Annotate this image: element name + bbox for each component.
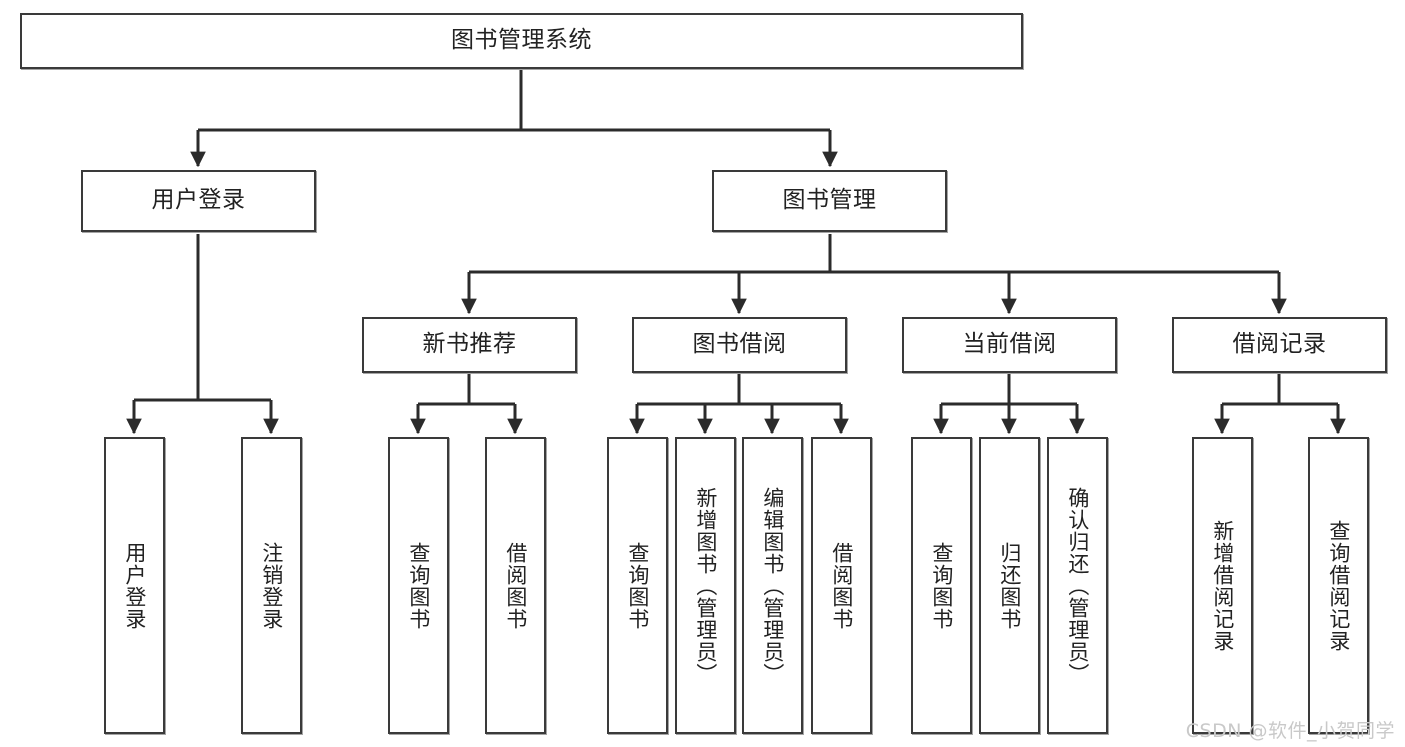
leaf-borrow-records-query-label: 查询借阅记录	[1326, 519, 1351, 652]
leaf-book-borrow-add-label: 新增图书（管理员）	[693, 486, 718, 685]
leaf-current-borrow-query[interactable]: 查询图书	[911, 437, 972, 734]
leaf-book-borrow-query[interactable]: 查询图书	[607, 437, 668, 734]
leaf-current-borrow-query-label: 查询图书	[929, 541, 954, 630]
node-book-borrow-label: 图书借阅	[692, 331, 787, 358]
node-root-label: 图书管理系统	[451, 27, 592, 54]
leaf-book-borrow-add[interactable]: 新增图书（管理员）	[675, 437, 736, 734]
csdn-watermark: CSDN @软件_小贺同学	[1185, 720, 1395, 742]
node-borrow-records[interactable]: 借阅记录	[1172, 317, 1387, 373]
leaf-current-borrow-return[interactable]: 归还图书	[979, 437, 1040, 734]
leaf-borrow-records-add-label: 新增借阅记录	[1210, 519, 1235, 652]
leaf-new-books-borrow[interactable]: 借阅图书	[485, 437, 546, 734]
leaf-current-borrow-return-label: 归还图书	[997, 541, 1022, 630]
node-new-book-recommend[interactable]: 新书推荐	[362, 317, 577, 373]
node-root[interactable]: 图书管理系统	[20, 13, 1023, 69]
node-borrow-records-label: 借阅记录	[1232, 331, 1327, 358]
leaf-book-borrow-edit[interactable]: 编辑图书（管理员）	[742, 437, 803, 734]
leaf-user-login-signout[interactable]: 注销登录	[241, 437, 302, 734]
node-book-management-label: 图书管理	[782, 187, 877, 214]
leaf-user-login-signin[interactable]: 用户登录	[104, 437, 165, 734]
leaf-user-login-signin-label: 用户登录	[122, 541, 147, 630]
leaf-user-login-signout-label: 注销登录	[259, 541, 284, 630]
node-book-borrow[interactable]: 图书借阅	[632, 317, 847, 373]
leaf-new-books-query[interactable]: 查询图书	[388, 437, 449, 734]
leaf-borrow-records-query[interactable]: 查询借阅记录	[1308, 437, 1369, 734]
leaf-book-borrow-borrow-label: 借阅图书	[829, 541, 854, 630]
leaf-book-borrow-query-label: 查询图书	[625, 541, 650, 630]
node-current-borrow[interactable]: 当前借阅	[902, 317, 1117, 373]
leaf-new-books-borrow-label: 借阅图书	[503, 541, 528, 630]
leaf-borrow-records-add[interactable]: 新增借阅记录	[1192, 437, 1253, 734]
leaf-current-borrow-confirm-return-label: 确认归还（管理员）	[1065, 486, 1090, 685]
leaf-book-borrow-borrow[interactable]: 借阅图书	[811, 437, 872, 734]
leaf-current-borrow-confirm-return[interactable]: 确认归还（管理员）	[1047, 437, 1108, 734]
node-current-borrow-label: 当前借阅	[962, 331, 1057, 358]
leaf-book-borrow-edit-label: 编辑图书（管理员）	[760, 486, 785, 685]
leaf-new-books-query-label: 查询图书	[406, 541, 431, 630]
node-user-login[interactable]: 用户登录	[81, 170, 316, 232]
node-new-book-recommend-label: 新书推荐	[422, 331, 517, 358]
node-book-management[interactable]: 图书管理	[712, 170, 947, 232]
node-user-login-label: 用户登录	[151, 187, 246, 214]
